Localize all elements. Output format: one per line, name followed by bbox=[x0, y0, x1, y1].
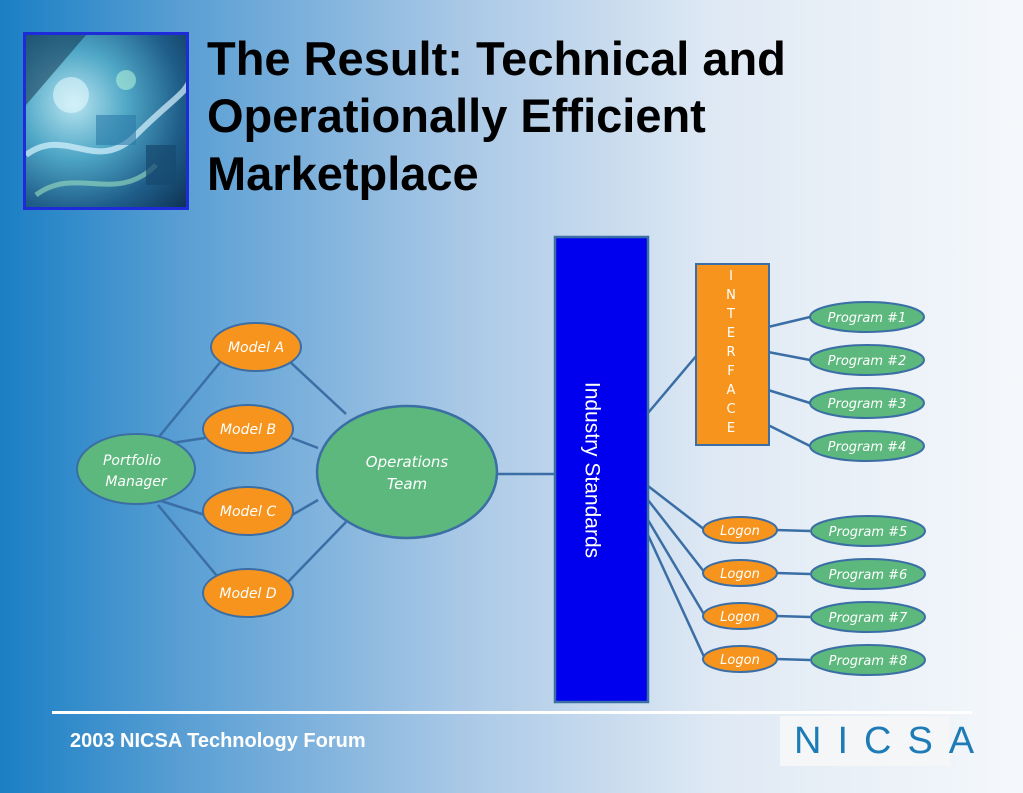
program-3-label: Program #3 bbox=[828, 397, 907, 412]
nicsa-logo: NICSA bbox=[780, 716, 991, 766]
logon-label: Logon bbox=[720, 567, 760, 582]
program-3-node: Program #3 bbox=[809, 387, 925, 419]
operations-team-label-line1: Operations bbox=[366, 453, 449, 471]
interface-letter: E bbox=[727, 421, 735, 436]
program-4-node: Program #4 bbox=[809, 430, 925, 462]
operations-team-label-line2: Team bbox=[387, 475, 427, 493]
program-4-label: Program #4 bbox=[828, 440, 907, 455]
interface-letter: C bbox=[726, 402, 735, 417]
model-a-node: Model A bbox=[210, 322, 302, 372]
circuit-art-icon bbox=[26, 35, 186, 198]
model-b-label: Model B bbox=[220, 422, 276, 438]
interface-letter: F bbox=[727, 364, 734, 379]
program-5-node: Program #5 bbox=[810, 515, 926, 547]
model-c-node: Model C bbox=[202, 486, 294, 536]
interface-letter: T bbox=[726, 307, 735, 322]
decorative-thumbnail-image bbox=[23, 32, 189, 210]
footer-text: 2003 NICSA Technology Forum bbox=[70, 730, 366, 752]
connector-lines bbox=[157, 315, 811, 662]
industry-standards-label: Industry Standards bbox=[580, 382, 603, 558]
logon-2-node: Logon bbox=[702, 559, 778, 587]
logon-label: Logon bbox=[720, 653, 760, 668]
interface-letter: I bbox=[729, 269, 733, 284]
logon-1-node: Logon bbox=[702, 516, 778, 544]
program-2-label: Program #2 bbox=[828, 354, 907, 369]
program-5-label: Program #5 bbox=[829, 525, 908, 540]
program-7-node: Program #7 bbox=[810, 601, 926, 633]
operations-team-node: Operations Team bbox=[315, 404, 499, 540]
portfolio-manager-node: Portfolio Manager bbox=[76, 433, 196, 505]
program-2-node: Program #2 bbox=[809, 344, 925, 376]
interface-letter: N bbox=[726, 288, 736, 303]
program-1-node: Program #1 bbox=[809, 301, 925, 333]
model-d-node: Model D bbox=[202, 568, 294, 618]
model-a-label: Model A bbox=[228, 340, 284, 356]
model-b-node: Model B bbox=[202, 404, 294, 454]
model-c-label: Model C bbox=[220, 504, 276, 520]
program-8-node: Program #8 bbox=[810, 644, 926, 676]
logon-4-node: Logon bbox=[702, 645, 778, 673]
program-6-label: Program #6 bbox=[829, 568, 908, 583]
interface-letter: E bbox=[727, 326, 735, 341]
nicsa-logo-text: NICSA bbox=[794, 720, 991, 762]
logon-label: Logon bbox=[720, 524, 760, 539]
portfolio-manager-label-line1: Portfolio bbox=[103, 453, 161, 469]
industry-standards-bar: Industry Standards bbox=[553, 235, 650, 704]
portfolio-manager-label-line2: Manager bbox=[105, 474, 168, 490]
interface-letter: R bbox=[726, 345, 735, 360]
logon-3-node: Logon bbox=[702, 602, 778, 630]
program-8-label: Program #8 bbox=[829, 654, 908, 669]
program-7-label: Program #7 bbox=[829, 611, 908, 626]
interface-letter: A bbox=[727, 383, 736, 398]
logon-label: Logon bbox=[720, 610, 760, 625]
footer-divider bbox=[52, 711, 972, 714]
program-6-node: Program #6 bbox=[810, 558, 926, 590]
model-d-label: Model D bbox=[219, 586, 276, 602]
page-title: The Result: Technical and Operationally … bbox=[207, 32, 786, 200]
program-1-label: Program #1 bbox=[828, 311, 907, 326]
interface-box: I N T E R F A C E bbox=[695, 263, 770, 446]
